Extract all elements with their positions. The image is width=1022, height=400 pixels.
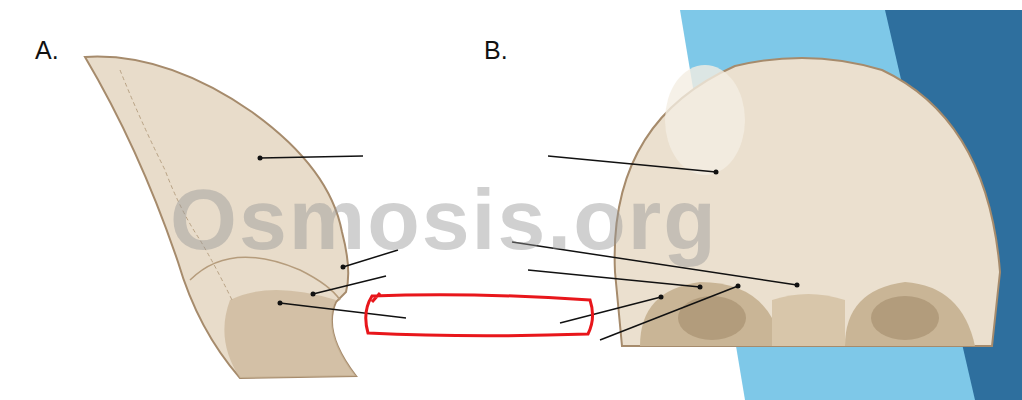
- watermark: Osmosis.org: [170, 170, 718, 269]
- annotation-outline: [366, 293, 593, 336]
- panel-letter: A.: [35, 36, 59, 65]
- panel-letter: B.: [484, 36, 508, 65]
